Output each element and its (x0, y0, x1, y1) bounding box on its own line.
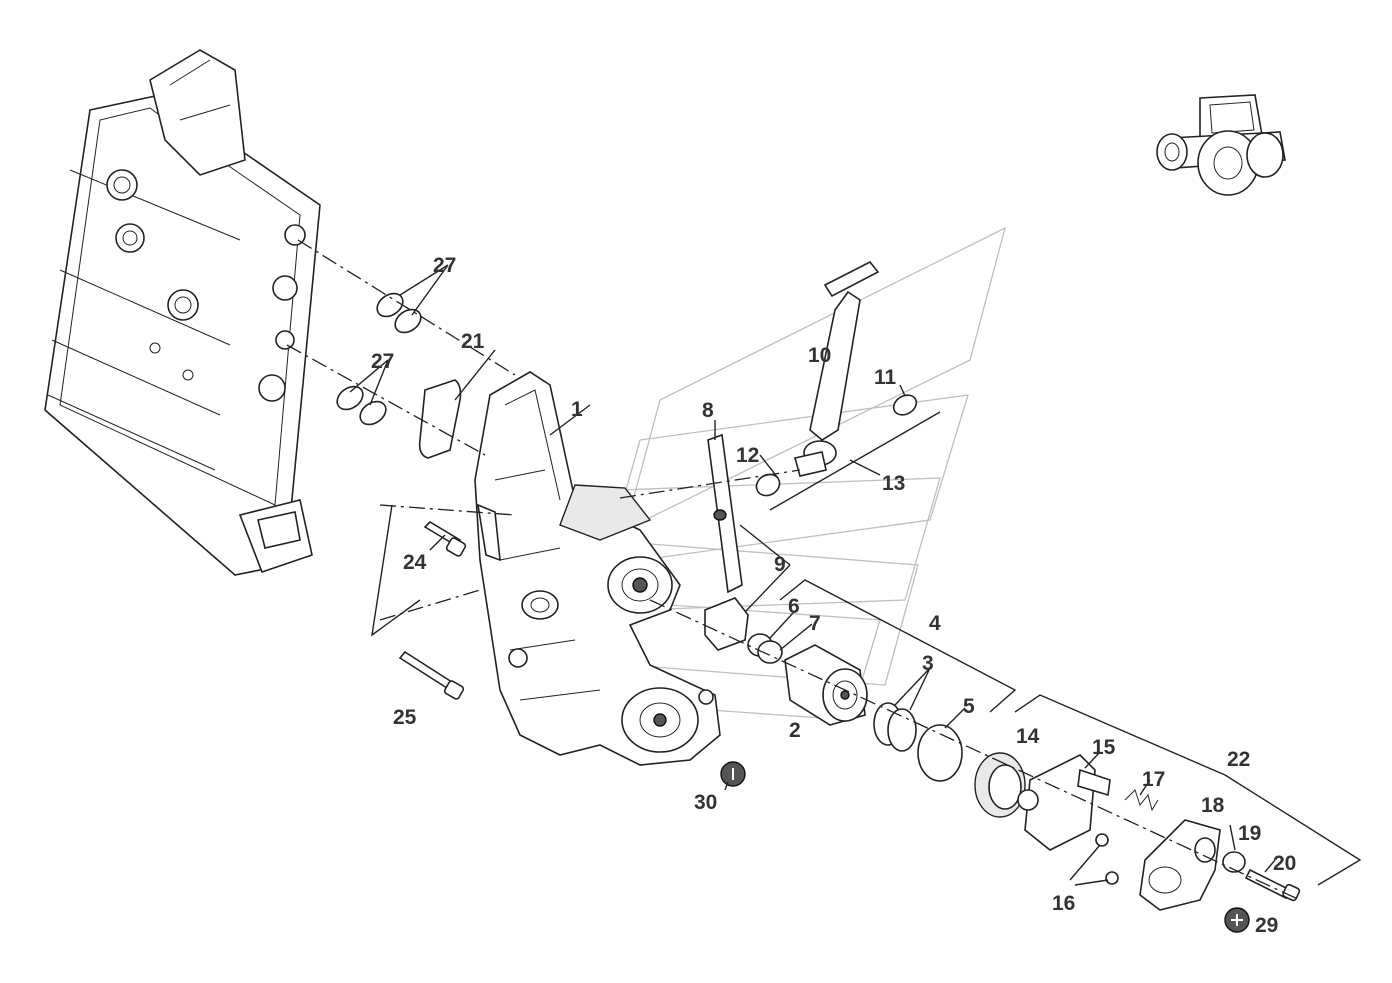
label-5: 5 (963, 695, 975, 718)
tractor-icon (1156, 94, 1286, 196)
label-20: 20 (1273, 852, 1296, 875)
label-4: 4 (929, 612, 941, 635)
lever-8-bushing-9 (704, 433, 749, 651)
label-30: 30 (694, 791, 717, 814)
label-6: 6 (788, 595, 800, 618)
screws-24-25 (398, 520, 467, 700)
label-17: 17 (1142, 768, 1165, 791)
label-24: 24 (403, 551, 427, 574)
seal-14 (974, 752, 1026, 818)
callout-labels: 27 21 27 10 11 1 8 12 13 24 9 6 7 4 3 5 … (371, 254, 1296, 937)
label-3: 3 (922, 652, 934, 675)
label-15: 15 (1092, 736, 1116, 759)
o-rings-27 (336, 292, 422, 426)
label-11: 11 (874, 366, 897, 389)
label-7: 7 (809, 612, 821, 635)
label-13: 13 (882, 472, 905, 495)
label-19: 19 (1238, 822, 1261, 845)
label-27-lower: 27 (371, 350, 394, 373)
rings-3-5 (873, 702, 963, 782)
leader-lines (349, 264, 1362, 886)
flange-15-spring-17 (1017, 754, 1159, 885)
label-25: 25 (393, 706, 417, 729)
label-2: 2 (789, 719, 801, 742)
rings-6-7 (747, 633, 783, 664)
o-ring-12 (755, 473, 781, 497)
label-10: 10 (808, 344, 831, 367)
label-27-upper: 27 (433, 254, 456, 277)
pedal-lever-10 (794, 260, 880, 477)
center-lines (286, 239, 1301, 901)
label-14: 14 (1016, 725, 1040, 748)
label-21: 21 (461, 330, 485, 353)
spool-2 (784, 644, 868, 726)
label-16: 16 (1052, 892, 1075, 915)
seal-21 (418, 379, 462, 459)
label-12: 12 (736, 444, 759, 467)
cover-18-screws (720, 761, 1301, 933)
housing-part-1 (474, 371, 721, 766)
label-9: 9 (774, 553, 786, 576)
label-1: 1 (571, 398, 583, 421)
label-18: 18 (1201, 794, 1225, 817)
valve-block (44, 49, 321, 576)
label-8: 8 (702, 399, 714, 422)
o-ring-11 (892, 394, 918, 416)
label-22: 22 (1227, 748, 1250, 771)
label-29: 29 (1255, 914, 1278, 937)
